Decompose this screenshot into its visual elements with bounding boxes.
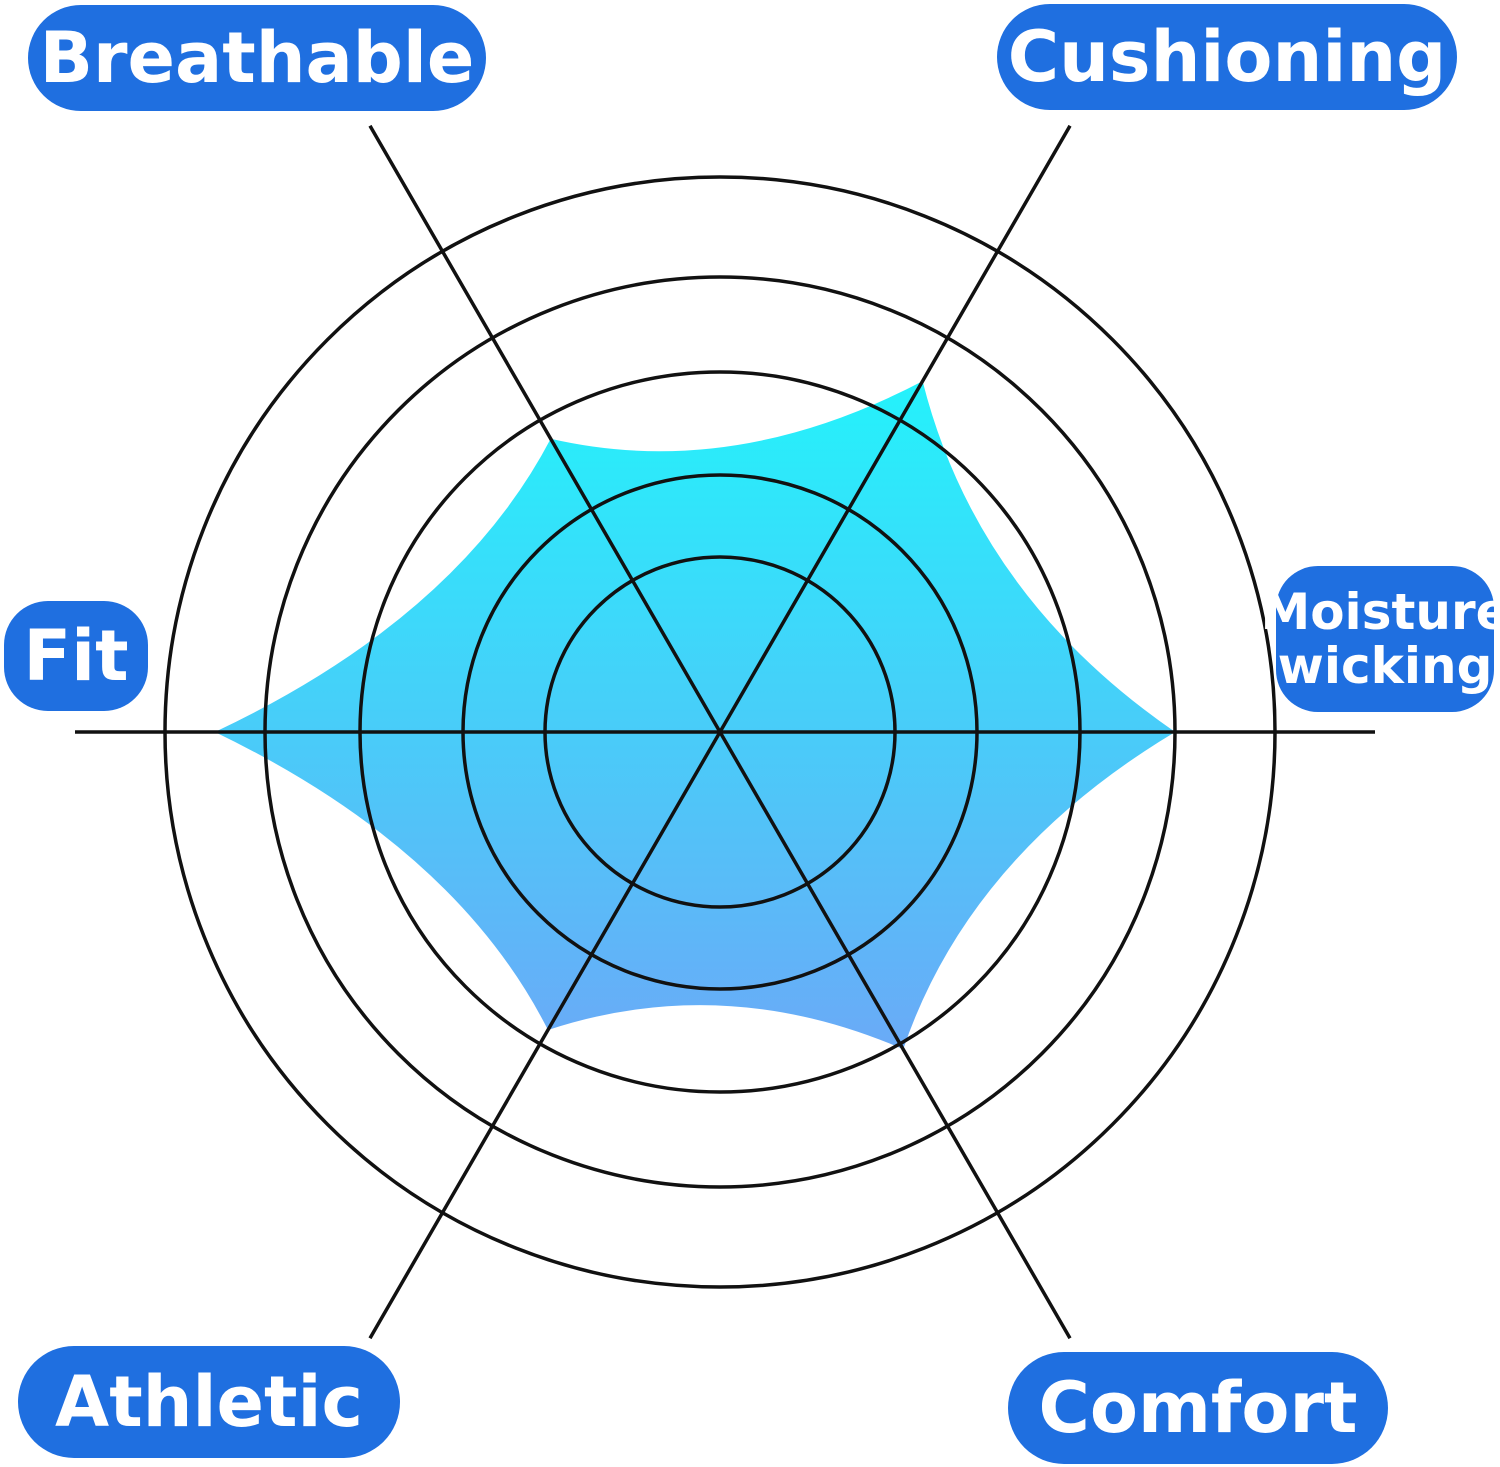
- axis-label-badge: [28, 5, 486, 111]
- grid-layer: [75, 124, 1375, 1340]
- axis-label-text: Athletic: [55, 1361, 363, 1443]
- axis-label-1: Breathable: [28, 5, 486, 111]
- axis-label-4: Comfort: [1008, 1352, 1388, 1464]
- axis-line-4: [718, 731, 1072, 1340]
- axis-label-badge: [4, 601, 148, 711]
- axis-label-6: Fit: [4, 601, 148, 711]
- axis-label-badge: [997, 4, 1457, 110]
- axis-label-5: Athletic: [18, 1346, 400, 1458]
- axis-label-text: Breathable: [40, 17, 475, 99]
- axis-line-2: [718, 124, 1072, 733]
- data-layer: [214, 381, 1176, 1050]
- axis-label-text: Fit: [23, 615, 128, 697]
- axis-label-2: Cushioning: [997, 4, 1457, 110]
- axis-line-5: [368, 731, 722, 1340]
- axis-label-badge: [1008, 1352, 1388, 1464]
- axis-line-1: [368, 124, 722, 733]
- data-area: [214, 381, 1176, 1050]
- axis-label-text: Comfort: [1039, 1367, 1358, 1449]
- axis-label-text: Cushioning: [1008, 16, 1447, 98]
- axis-label-badge: [1276, 566, 1494, 712]
- axis-label-badge: [18, 1346, 400, 1458]
